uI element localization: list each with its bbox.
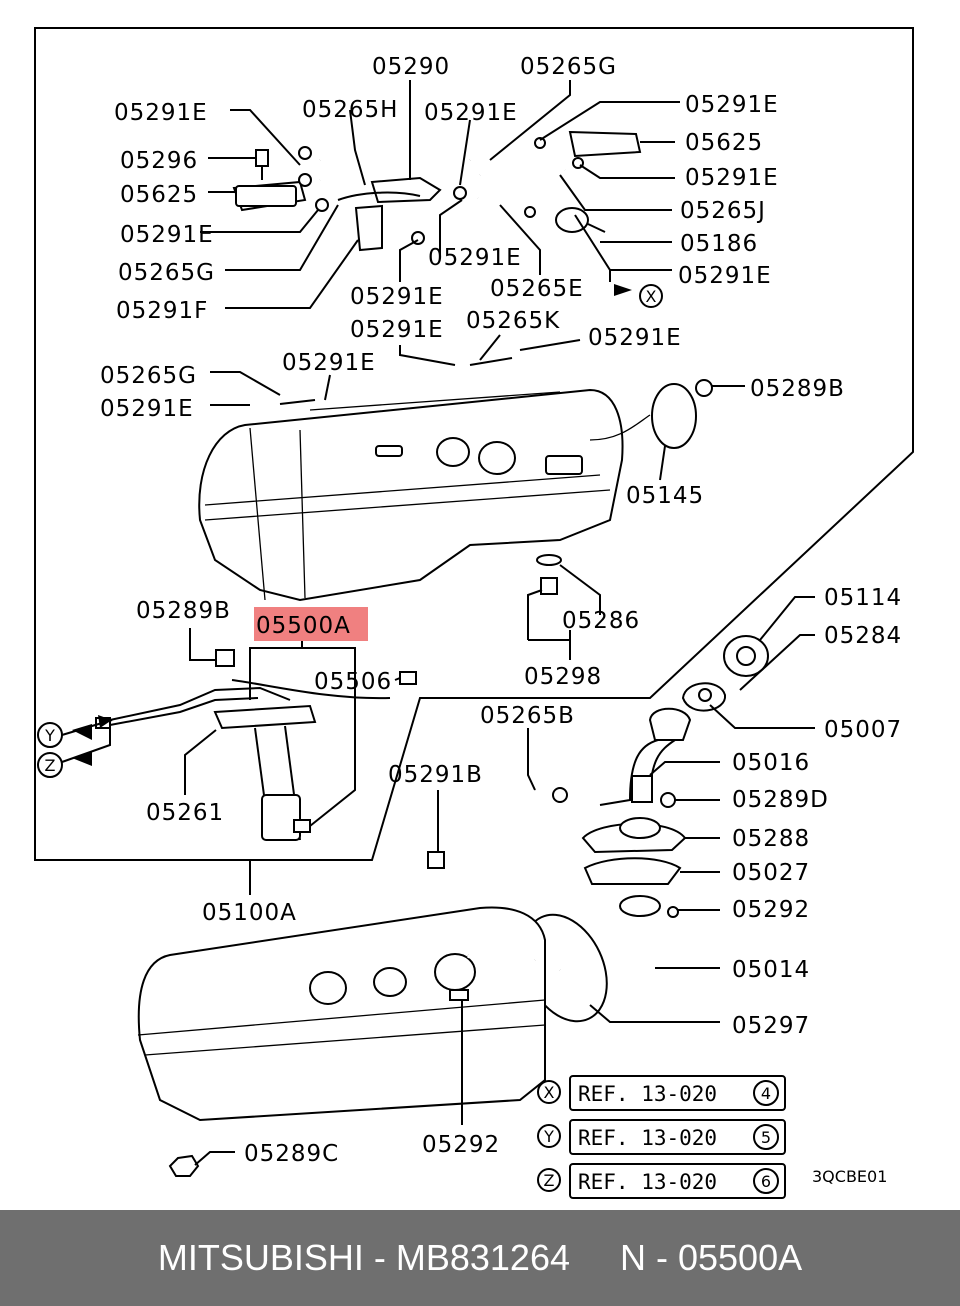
ref-marker-y: Y — [543, 1127, 554, 1146]
label-05265K: 05265K — [466, 308, 560, 334]
label-05291E-g: 05291E — [678, 263, 772, 289]
label-05506: 05506 — [314, 669, 392, 695]
marker-z-letter: Z — [45, 756, 56, 775]
label-05284: 05284 — [824, 623, 902, 649]
label-05286: 05286 — [562, 608, 640, 634]
ref-marker-x: X — [544, 1083, 555, 1102]
label-05289B-top: 05289B — [750, 376, 845, 402]
label-05289C: 05289C — [244, 1141, 339, 1167]
label-05100A: 05100A — [202, 900, 297, 926]
label-05288: 05288 — [732, 826, 810, 852]
ref-text-y: REF. 13-020 — [578, 1126, 717, 1150]
label-05291B: 05291B — [388, 762, 483, 788]
label-05186: 05186 — [680, 231, 758, 257]
label-05291E-l: 05291E — [100, 396, 194, 422]
leader-lines — [61, 80, 815, 1166]
label-05291E-c: 05291E — [685, 92, 779, 118]
label-05265G-left: 05265G — [118, 260, 215, 286]
marker-y: Y — [37, 722, 63, 748]
marker-x-letter: X — [646, 287, 657, 306]
label-05298: 05298 — [524, 664, 602, 690]
label-05292-bottom: 05292 — [422, 1132, 500, 1158]
label-05291E-e: 05291E — [120, 222, 214, 248]
label-05291E-b: 05291E — [424, 100, 518, 126]
plug-05298 — [540, 577, 558, 595]
label-05291E-j: 05291E — [588, 325, 682, 351]
lower-fuel-tank — [137, 906, 546, 1177]
label-05265E: 05265E — [490, 276, 584, 302]
parts-diagram: 05290 05265G 05291E 05265H 05291E 05291E… — [34, 27, 914, 1199]
ref-num-z: 6 — [761, 1172, 771, 1191]
label-05625-right: 05625 — [685, 130, 763, 156]
nut-05289B — [695, 379, 713, 397]
filler-neck-assembly — [427, 635, 769, 1023]
upper-fuel-tank — [198, 357, 651, 602]
label-05291F: 05291F — [116, 298, 208, 324]
label-05500A: 05500A — [256, 613, 351, 639]
label-05145: 05145 — [626, 483, 704, 509]
label-05261: 05261 — [146, 800, 224, 826]
label-05014: 05014 — [732, 957, 810, 983]
ref-num-y: 5 — [761, 1128, 771, 1147]
filler-cap-05145 — [651, 383, 697, 449]
label-05292-right: 05292 — [732, 897, 810, 923]
diagram-code: 3QCBE01 — [812, 1167, 887, 1186]
label-05291E-h: 05291E — [350, 284, 444, 310]
label-05291E-f: 05291E — [428, 245, 522, 271]
marker-x: X — [639, 284, 663, 308]
footer-bar: MITSUBISHI - MB831264 N - 05500A — [0, 1210, 960, 1306]
part-labels: 05290 05265G 05291E 05265H 05291E 05291E… — [100, 54, 902, 1167]
target-part-highlight — [254, 607, 368, 641]
label-05027: 05027 — [732, 860, 810, 886]
label-05289D: 05289D — [732, 787, 829, 813]
label-05007: 05007 — [824, 717, 902, 743]
label-05291E-i: 05291E — [350, 317, 444, 343]
hose-assembly-drawing — [232, 130, 642, 252]
label-05625-left: 05625 — [120, 182, 198, 208]
label-05291E-k: 05291E — [282, 350, 376, 376]
ref-num-x: 4 — [761, 1084, 771, 1103]
label-05297: 05297 — [732, 1013, 810, 1039]
label-05289B-left: 05289B — [136, 598, 231, 624]
reference-row-y: Y REF. 13-020 5 — [537, 1119, 786, 1155]
label-05265B: 05265B — [480, 703, 575, 729]
marker-z: Z — [37, 752, 63, 778]
assembly-frame — [34, 27, 914, 861]
footer-part-info: MITSUBISHI - MB831264 N - 05500A — [157, 1237, 803, 1278]
label-05291E-a: 05291E — [114, 100, 208, 126]
label-05290: 05290 — [372, 54, 450, 80]
ref-marker-z: Z — [544, 1171, 555, 1190]
reference-row-z: Z REF. 13-020 6 — [537, 1163, 786, 1199]
label-05265J: 05265J — [680, 198, 766, 224]
label-05265G-mid: 05265G — [100, 363, 197, 389]
gasket-05286 — [536, 554, 562, 566]
label-05296: 05296 — [120, 148, 198, 174]
label-05265G-top: 05265G — [520, 54, 617, 80]
ref-text-z: REF. 13-020 — [578, 1170, 717, 1194]
marker-y-letter: Y — [44, 726, 55, 745]
label-05114: 05114 — [824, 585, 902, 611]
ref-text-x: REF. 13-020 — [578, 1082, 717, 1106]
label-05016: 05016 — [732, 750, 810, 776]
reference-row-x: X REF. 13-020 4 — [537, 1075, 786, 1111]
label-05291E-d: 05291E — [685, 165, 779, 191]
label-05265H: 05265H — [302, 97, 398, 123]
